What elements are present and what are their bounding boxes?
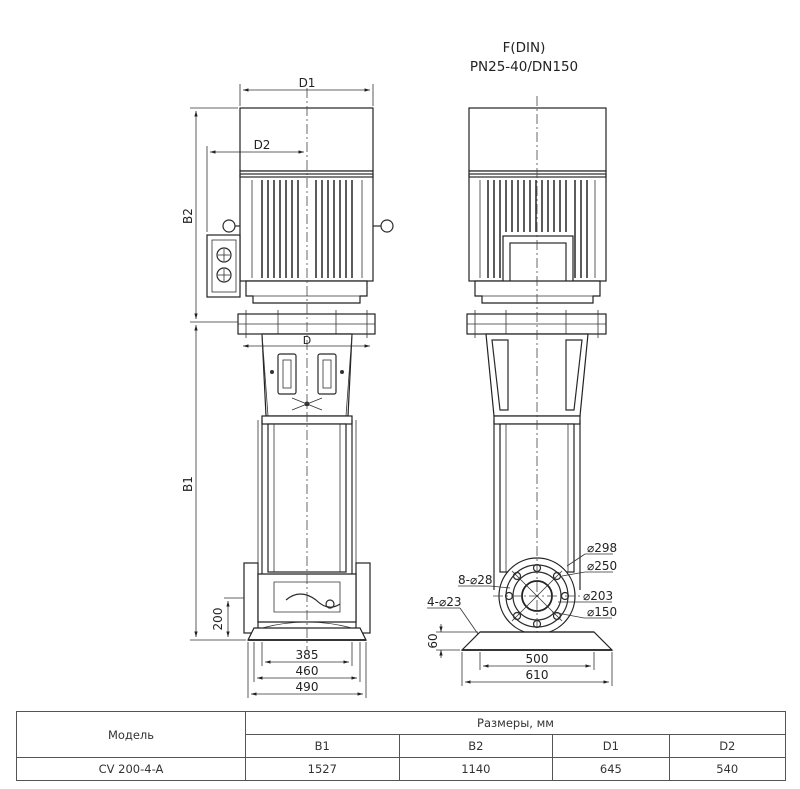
col-header-b2: B2 (398, 734, 554, 758)
left-view: D1 D2 B2 B1 D 200 385 460 490 (181, 76, 394, 698)
callout-phi150: ⌀150 (587, 605, 617, 619)
col-header-d2: D2 (668, 734, 787, 758)
cable-gland-icon (216, 267, 232, 283)
dim-490-label: 490 (296, 680, 319, 694)
col-header-d1: D1 (552, 734, 670, 758)
callout-phi298: ⌀298 (587, 541, 617, 555)
dim-60-label: 60 (426, 633, 440, 648)
cable-gland-icon (216, 247, 232, 263)
callout-phi203: ⌀203 (583, 589, 613, 603)
dim-d2-label: D2 (254, 138, 271, 152)
left-terminal-box (206, 234, 241, 298)
dim-d1-label: D1 (299, 76, 316, 90)
col-header-b1: B1 (245, 734, 400, 758)
pump-dimension-drawing: D1 D2 B2 B1 D 200 385 460 490 (181, 40, 617, 698)
table-row: CV 200-4-A 1527 1140 645 540 (16, 757, 787, 781)
cell-b2: 1140 (398, 757, 554, 781)
table-subheader-row: B1 B2 D1 D2 (17, 734, 787, 758)
dim-b1-label: B1 (181, 476, 195, 492)
dimensions-table: Модель Размеры, мм B1 B2 D1 D2 CV 200-4-… (16, 711, 787, 781)
left-outlet-flange (355, 562, 371, 634)
cell-d2: 540 (668, 757, 787, 781)
lifting-eye-icon (380, 219, 394, 233)
model-header-cell: Модель (16, 711, 246, 758)
cell-b1: 1527 (245, 757, 400, 781)
cell-model: CV 200-4-A (16, 757, 246, 781)
callout-base-holes: 4-⌀23 (427, 595, 461, 609)
right-view: F(DIN) PN25-40/DN150 (426, 40, 617, 686)
left-motor-body (239, 170, 374, 282)
dim-200-label: 200 (211, 608, 225, 631)
dim-b2-label: B2 (181, 208, 195, 224)
left-fan-cover (239, 107, 374, 172)
cell-d1: 645 (552, 757, 670, 781)
lifting-eye-icon (222, 219, 236, 233)
callout-phi250: ⌀250 (587, 559, 617, 573)
right-view-title-line2: PN25-40/DN150 (470, 59, 578, 75)
dim-610-label: 610 (526, 668, 549, 682)
right-view-title-line1: F(DIN) (503, 40, 546, 56)
dim-460-label: 460 (296, 664, 319, 678)
callout-holes: 8-⌀28 (458, 573, 492, 587)
group-header-cell: Размеры, мм (245, 711, 786, 735)
right-fan-cover (468, 107, 607, 172)
dim-385-label: 385 (296, 648, 319, 662)
left-inlet-flange (243, 562, 259, 634)
left-motor-fins (261, 180, 353, 278)
table-header-row: Модель Размеры, мм (16, 711, 786, 758)
dim-500-label: 500 (526, 652, 549, 666)
right-base-foot (460, 631, 614, 651)
dim-d-label: D (303, 334, 311, 347)
